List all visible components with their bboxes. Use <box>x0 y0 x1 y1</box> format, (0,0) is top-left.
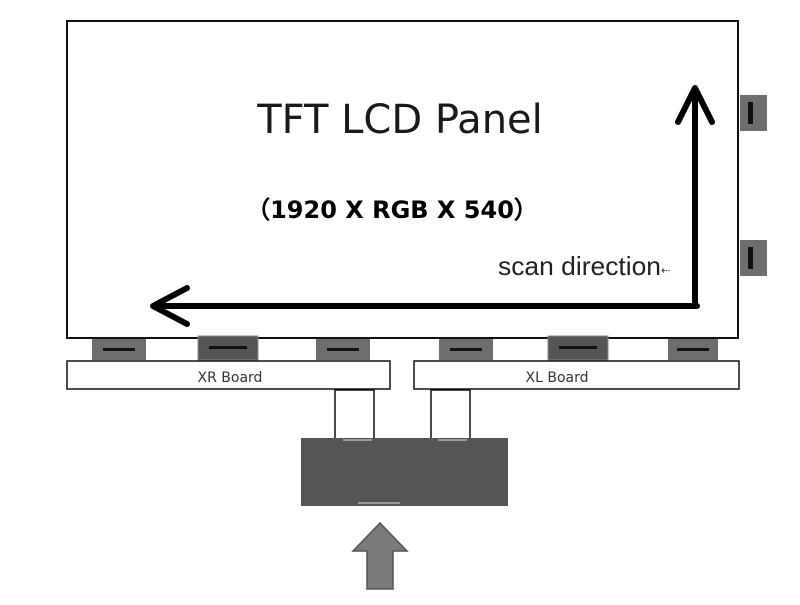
xl-board-label: XL Board <box>526 370 589 386</box>
scan-label-arrow-icon: ⇠ <box>661 264 670 277</box>
xr-board <box>66 360 391 390</box>
bottom-flex-connectors <box>92 335 718 361</box>
input-arrow-icon <box>351 521 409 590</box>
scan-direction-label: scan direction <box>498 251 661 281</box>
right-side-connectors <box>740 95 767 276</box>
scan-left-arrowhead <box>150 285 190 327</box>
panel-title: TFT LCD Panel <box>256 97 543 143</box>
xr-board-label: XR Board <box>198 370 263 386</box>
lcd-panel <box>66 20 739 339</box>
scan-up-arrowhead <box>675 85 715 125</box>
xl-board <box>413 360 740 390</box>
board-cables <box>334 389 471 441</box>
control-board <box>301 438 508 506</box>
scan-direction-arrows <box>150 85 715 327</box>
panel-resolution: （1920 X RGB X 540） <box>246 196 538 224</box>
